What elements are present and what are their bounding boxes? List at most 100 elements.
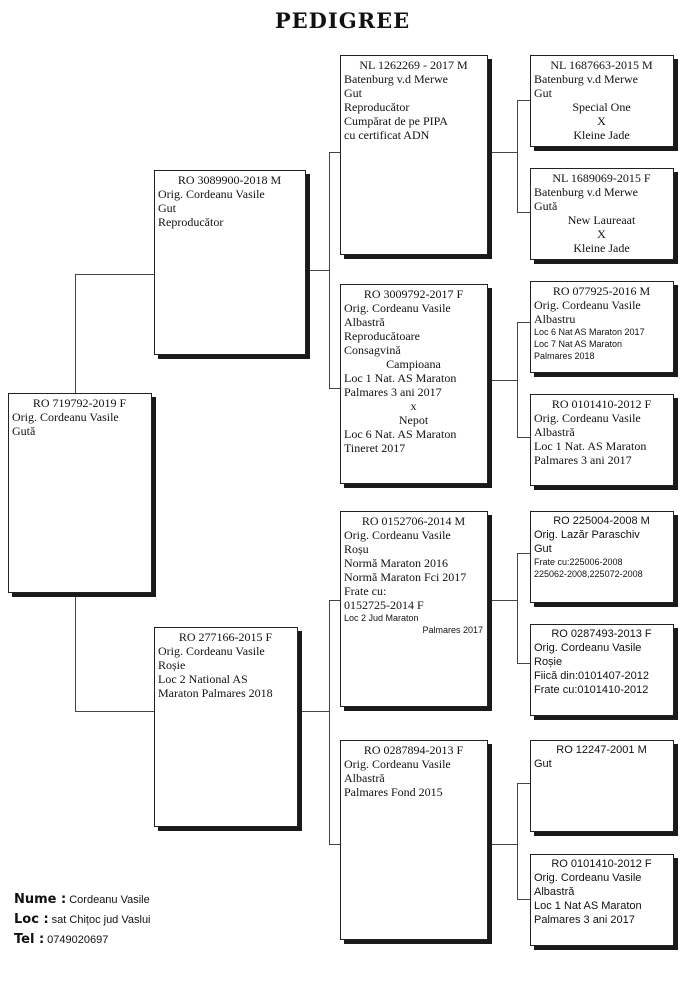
ring-number: RO 0287493-2013 F	[551, 628, 652, 640]
phone-label: Tel :	[14, 932, 45, 947]
note: Frate cu:0101410-2012	[534, 684, 649, 696]
ring-number: RO 0152706-2014 M	[361, 514, 466, 528]
note: Cumpărat de pe PIPA	[344, 114, 448, 128]
origin: Batenburg v.d Merwe	[534, 185, 638, 199]
dd-dam-card: RO 0101410-2012 F Orig. Cordeanu Vasile …	[530, 854, 674, 946]
origin: Orig. Cordeanu Vasile	[12, 410, 119, 424]
connector-line	[488, 600, 517, 601]
connector-line	[488, 844, 517, 845]
note: Palmares 3 ani 2017	[344, 385, 442, 399]
contact-location: Loc : sat Chițoc jud Vaslui	[14, 912, 151, 927]
note: Nepot	[398, 413, 429, 427]
dd-sire-card: RO 12247-2001 M Gut	[530, 740, 674, 832]
note: Reproducător	[344, 100, 410, 114]
note: Loc 2 Jud Maraton	[344, 613, 419, 623]
sd-dam-card: RO 0101410-2012 F Orig. Cordeanu Vasile …	[530, 394, 674, 486]
ring-number: RO 277166-2015 F	[178, 630, 273, 644]
note: Frate cu:	[344, 584, 387, 598]
ds-sire-card: RO 225004-2008 M Orig. Lazăr Paraschiv G…	[530, 511, 674, 603]
connector-line	[329, 152, 330, 389]
ring-number: NL 1689069-2015 F	[552, 171, 651, 185]
note: Palmares 3 ani 2017	[534, 453, 632, 467]
color-sex: Roșie	[534, 656, 563, 668]
sd-sire-card: RO 077925-2016 M Orig. Cordeanu Vasile A…	[530, 281, 674, 373]
name-label: Nume :	[14, 892, 67, 907]
ring-number: RO 225004-2008 M	[553, 515, 650, 527]
origin: Orig. Cordeanu Vasile	[534, 411, 641, 425]
note: Fiică din:0101407-2012	[534, 670, 649, 682]
note: Palmares 2017	[422, 625, 483, 635]
origin: Batenburg v.d Merwe	[344, 72, 448, 86]
ring-number: RO 0101410-2012 F	[551, 397, 652, 411]
note: 0152725-2014 F	[344, 598, 424, 612]
note: Loc 1 Nat AS Maraton	[534, 900, 642, 912]
note: Palmares 3 ani 2017	[534, 914, 635, 926]
origin: Orig. Lazăr Paraschiv	[534, 529, 640, 541]
sire-dam-card: RO 3009792-2017 F Orig. Cordeanu Vasile …	[340, 284, 488, 484]
parent-sire: New Laureaat	[567, 213, 636, 227]
ss-sire-card: NL 1687663-2015 M Batenburg v.d Merwe Gu…	[530, 55, 674, 147]
note: Loc 7 Nat AS Maraton	[534, 339, 623, 349]
connector-line	[298, 711, 329, 712]
color-sex: Albastru	[534, 312, 576, 326]
origin: Orig. Cordeanu Vasile	[534, 872, 642, 884]
note: Consagvină	[344, 343, 401, 357]
color-sex: Gut	[534, 758, 552, 770]
color-sex: Albastră	[534, 886, 575, 898]
origin: Orig. Cordeanu Vasile	[158, 187, 265, 201]
connector-line	[329, 844, 342, 845]
origin: Orig. Cordeanu Vasile	[344, 528, 451, 542]
dam-sire-card: RO 0152706-2014 M Orig. Cordeanu Vasile …	[340, 511, 488, 707]
origin: Batenburg v.d Merwe	[534, 72, 638, 86]
ring-number: NL 1262269 - 2017 M	[359, 58, 468, 72]
parent-dam: Kleine Jade	[573, 128, 630, 142]
location-value: sat Chițoc jud Vaslui	[51, 914, 151, 926]
subject-card: RO 719792-2019 F Orig. Cordeanu Vasile G…	[8, 393, 152, 593]
connector-line	[488, 152, 517, 153]
connector-line	[329, 600, 330, 845]
page-title: PEDIGREE	[274, 8, 411, 33]
note: Frate cu:225006-2008	[534, 557, 623, 567]
color-sex: Gut	[534, 543, 552, 555]
contact-name: Nume : Cordeanu Vasile	[14, 892, 150, 907]
connector-line	[517, 100, 518, 213]
dam-dam-card: RO 0287894-2013 F Orig. Cordeanu Vasile …	[340, 740, 488, 940]
ring-number: RO 719792-2019 F	[32, 396, 127, 410]
connector-line	[517, 783, 518, 900]
color-sex: Albastră	[344, 315, 385, 329]
location-label: Loc :	[14, 912, 49, 927]
connector-line	[517, 322, 532, 323]
note: Normă Maraton Fci 2017	[344, 570, 467, 584]
origin: Orig. Cordeanu Vasile	[534, 642, 642, 654]
origin: Orig. Cordeanu Vasile	[344, 757, 451, 771]
note: 225062-2008,225072-2008	[534, 569, 643, 579]
color-sex: Gută	[12, 424, 36, 438]
ring-number: RO 12247-2001 M	[556, 744, 647, 756]
connector-line	[517, 437, 532, 438]
connector-line	[517, 322, 518, 438]
connector-line	[517, 212, 532, 213]
color-sex: Albastră	[344, 771, 385, 785]
cross-mark: X	[597, 227, 606, 241]
note: Tineret 2017	[344, 441, 406, 455]
color-sex: Gut	[158, 201, 176, 215]
note: Normă Maraton 2016	[344, 556, 448, 570]
connector-line	[517, 783, 532, 784]
connector-line	[517, 899, 532, 900]
sire-card: RO 3089900-2018 M Orig. Cordeanu Vasile …	[154, 170, 306, 355]
note: Reproducătoare	[344, 329, 420, 343]
ring-number: RO 0287894-2013 F	[363, 743, 464, 757]
connector-line	[329, 388, 342, 389]
note: Loc 6 Nat AS Maraton 2017	[534, 327, 645, 337]
parent-dam: Kleine Jade	[573, 241, 630, 255]
color-sex: Gută	[534, 199, 558, 213]
ds-dam-card: RO 0287493-2013 F Orig. Cordeanu Vasile …	[530, 624, 674, 716]
dam-card: RO 277166-2015 F Orig. Cordeanu Vasile R…	[154, 627, 298, 827]
phone-value: 0749020697	[47, 934, 109, 946]
cross-mark: X	[597, 114, 606, 128]
connector-line	[517, 553, 532, 554]
connector-line	[329, 152, 342, 153]
connector-line	[75, 711, 155, 712]
connector-line	[329, 600, 342, 601]
note: Palmares 2018	[534, 351, 595, 361]
